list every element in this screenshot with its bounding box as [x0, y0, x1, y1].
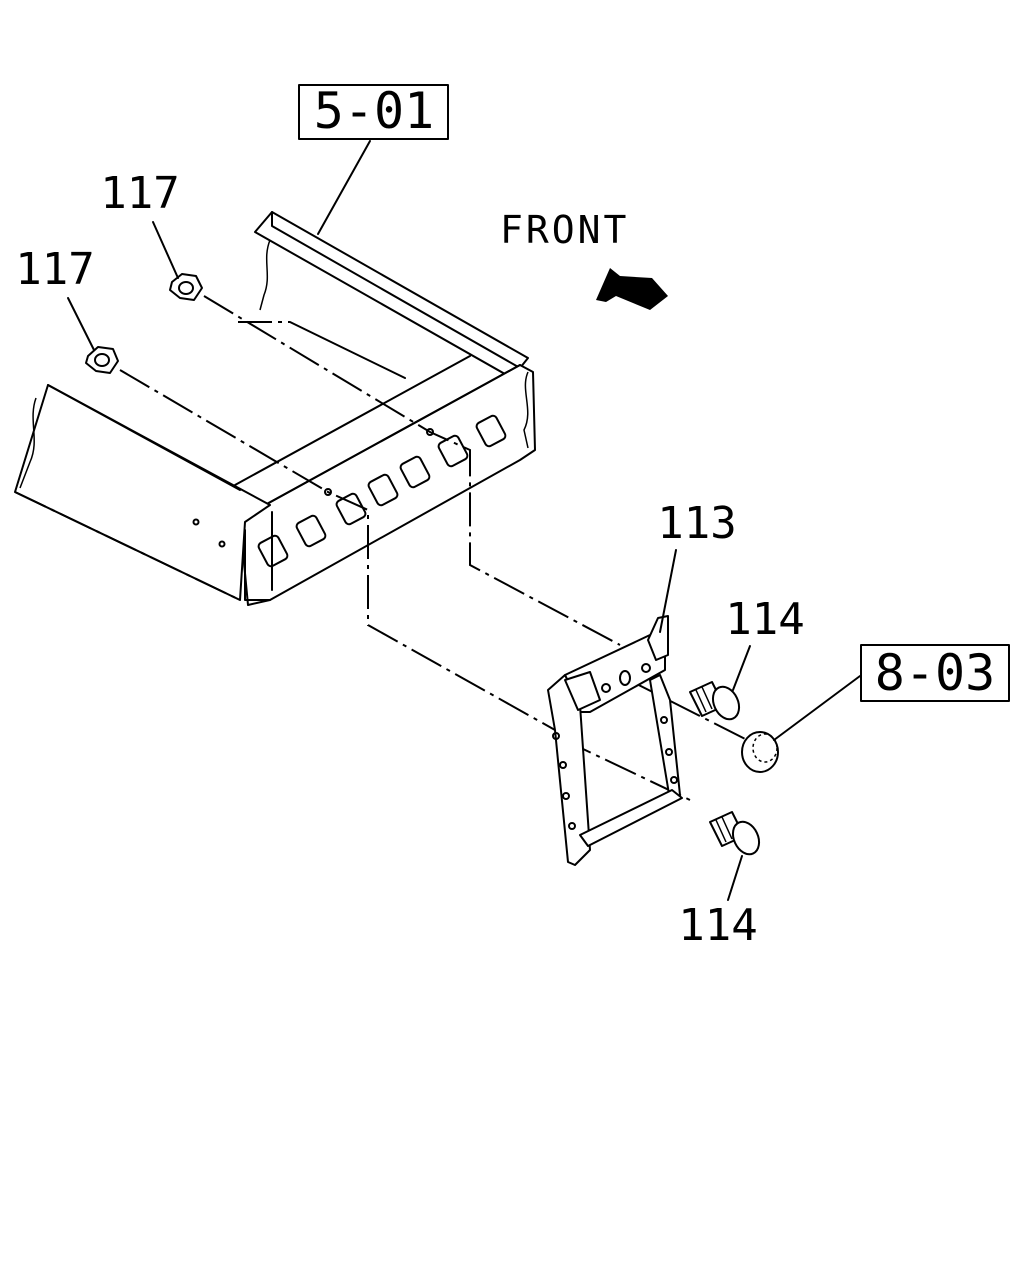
reference-box-5-01[interactable]: 5-01: [298, 82, 449, 140]
reference-label-5-01: 5-01: [314, 82, 434, 140]
front-label: FRONT: [500, 208, 629, 252]
leader-line-114-upper: [732, 645, 751, 691]
leader-line-8-03: [773, 675, 861, 741]
label-114-lower: 114: [678, 900, 757, 951]
bolt-114-upper[interactable]: [689, 681, 744, 723]
leader-line-114-lower: [727, 855, 743, 901]
label-114-upper: 114: [725, 594, 804, 645]
leader-line-117-lower: [67, 297, 95, 351]
nut-117-upper[interactable]: [169, 273, 203, 301]
leader-line-113: [659, 549, 677, 633]
frame-cross-member: [14, 211, 536, 606]
label-113: 113: [657, 498, 736, 549]
cap-part-8-03[interactable]: [741, 731, 779, 773]
leader-line-5-01: [317, 140, 371, 235]
front-arrow-icon: [596, 268, 668, 310]
reference-label-8-03: 8-03: [875, 644, 995, 702]
leader-line-117-upper: [152, 221, 179, 279]
bolt-114-lower[interactable]: [709, 811, 764, 858]
label-117-lower: 117: [15, 244, 94, 295]
nut-117-lower[interactable]: [85, 346, 119, 374]
bracket-113[interactable]: [547, 615, 683, 866]
reference-box-8-03[interactable]: 8-03: [860, 644, 1010, 702]
label-117-upper: 117: [100, 168, 179, 219]
